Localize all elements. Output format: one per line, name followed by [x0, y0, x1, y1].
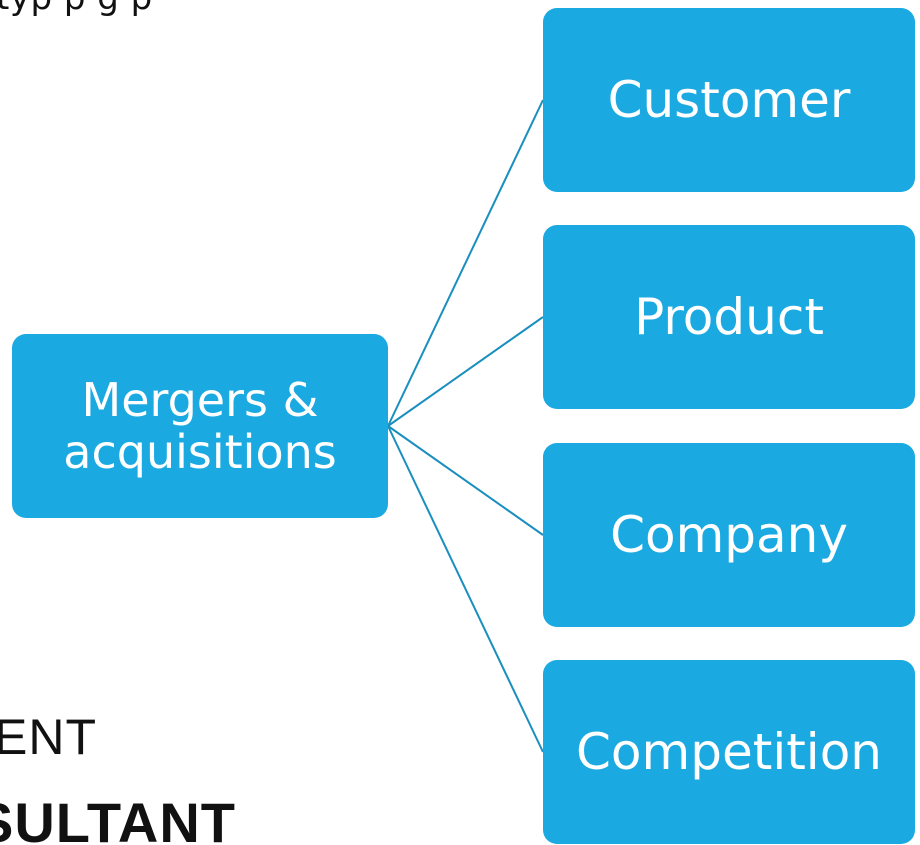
node-customer: Customer [543, 8, 915, 192]
connector-company [387, 425, 544, 536]
node-competition: Competition [543, 660, 915, 844]
logo-text-line-1: ENT [0, 709, 97, 765]
cropped-header-text: typ p g p [0, 0, 153, 18]
node-product: Product [543, 225, 915, 409]
connector-competition [387, 425, 544, 753]
connector-customer [387, 99, 544, 427]
connector-product [387, 316, 544, 427]
node-company: Company [543, 443, 915, 627]
node-mergers-acquisitions: Mergers & acquisitions [12, 334, 388, 518]
logo-text-line-2: SULTANT [0, 791, 236, 845]
